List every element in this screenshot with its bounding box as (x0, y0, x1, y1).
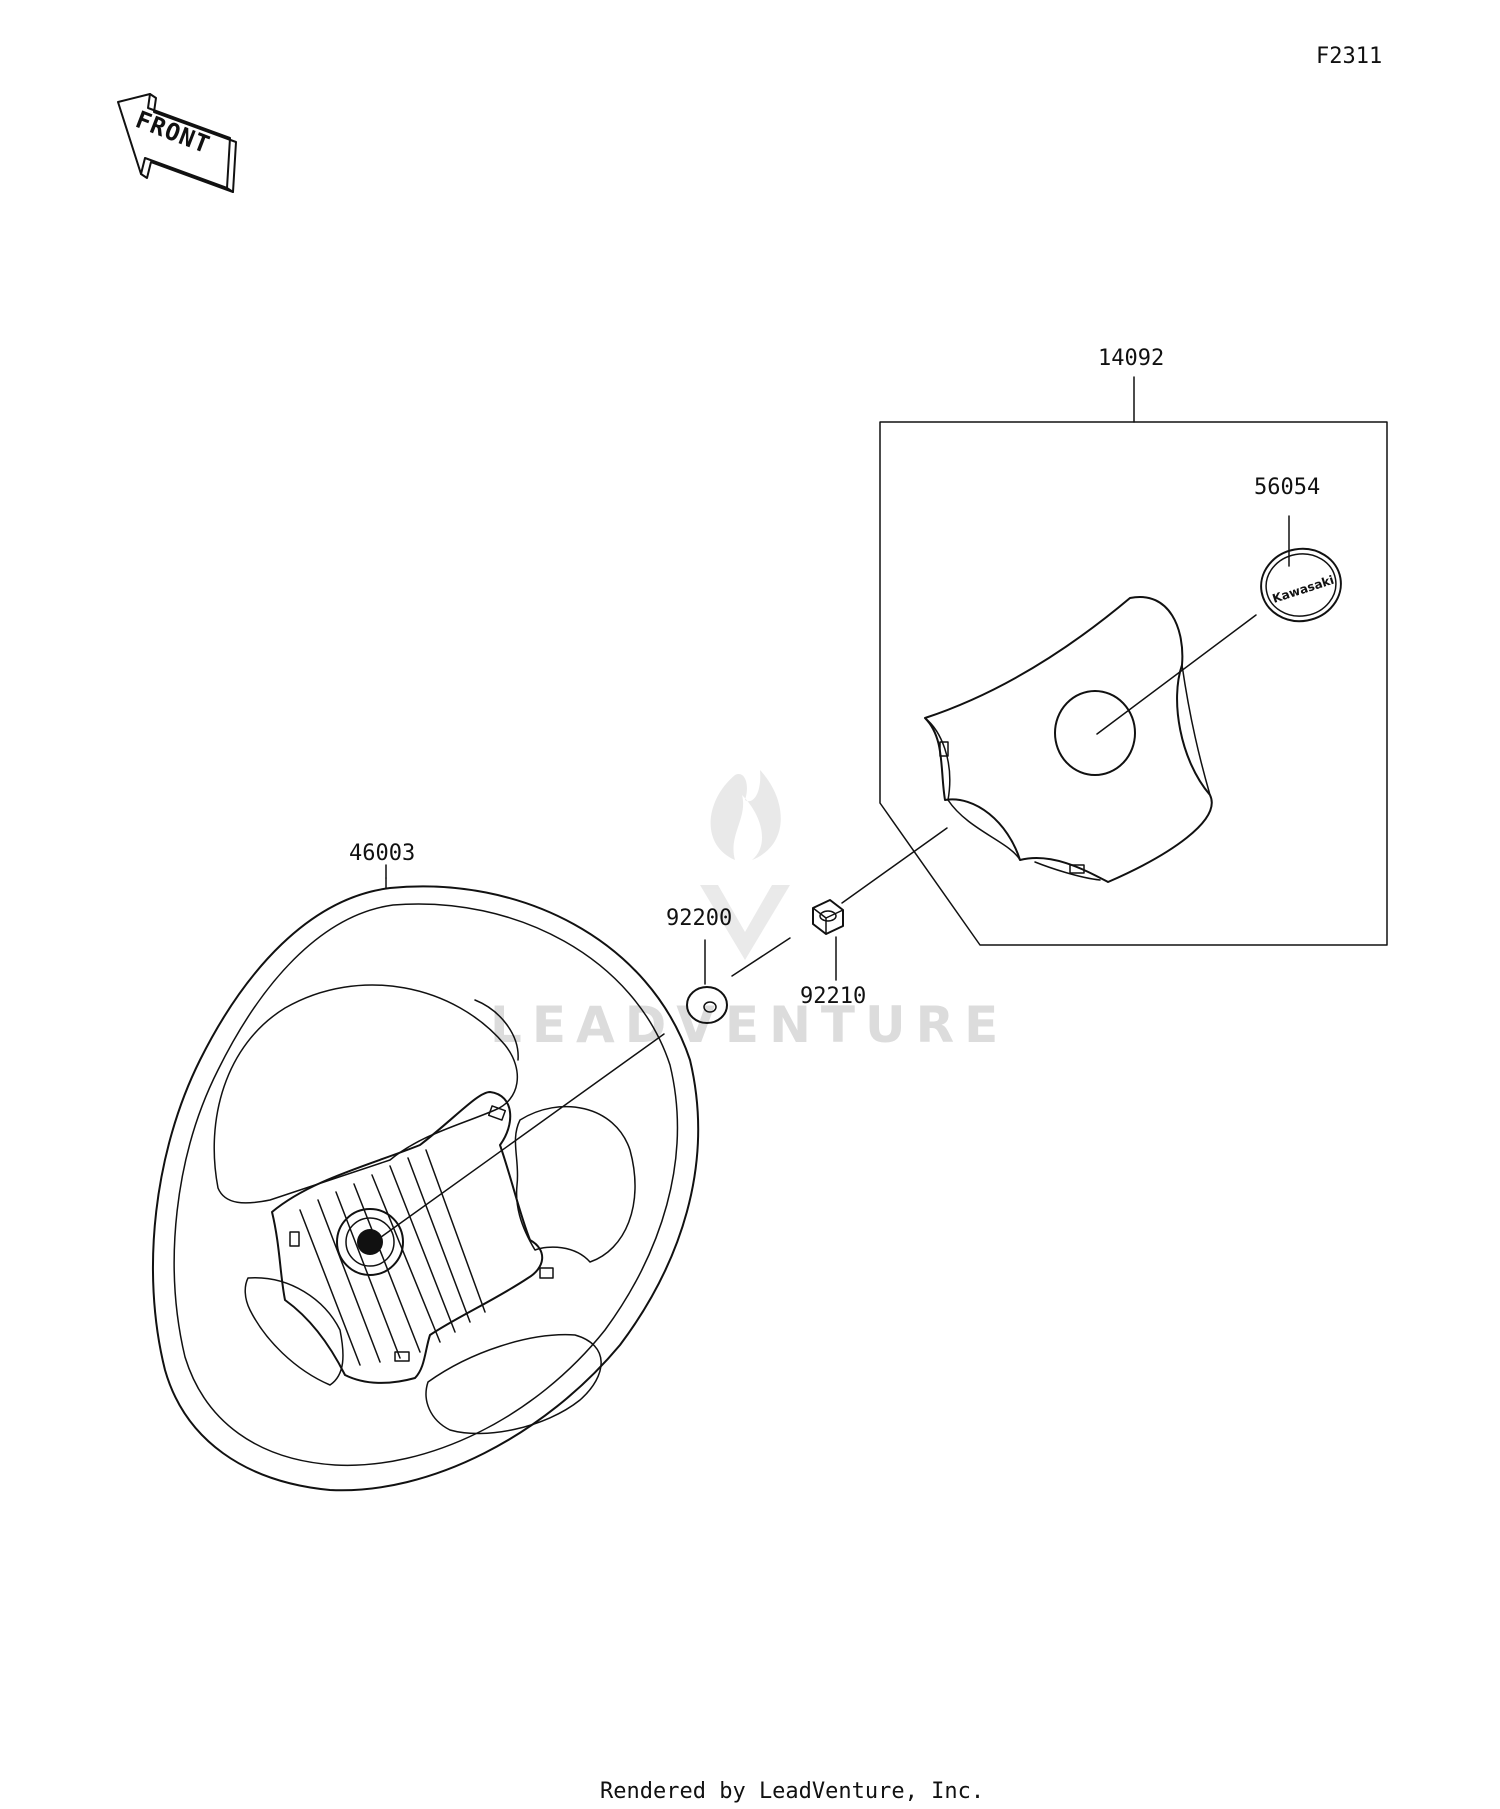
assembly-axis (369, 614, 1257, 1246)
part-label-92210: 92210 (800, 984, 866, 1009)
footer-credit: Rendered by LeadVenture, Inc. (600, 1779, 984, 1804)
emblem: Kawasaki (1260, 547, 1342, 623)
part-label-46003: 46003 (349, 841, 415, 866)
nut (812, 899, 844, 935)
part-label-92200: 92200 (666, 906, 732, 931)
watermark-text: LEADVENTURE (490, 996, 1008, 1054)
emblem-logo-text: Kawasaki (1271, 573, 1336, 606)
front-arrow-icon: FRONT (117, 93, 237, 193)
horn-cover (924, 595, 1213, 883)
part-label-56054: 56054 (1254, 475, 1320, 500)
diagram-code: F2311 (1316, 44, 1382, 69)
washer (686, 986, 728, 1024)
steering-wheel (151, 885, 700, 1492)
part-label-14092: 14092 (1098, 346, 1164, 371)
leadventure-logo-icon (700, 770, 790, 960)
cover-assembly-box (879, 376, 1388, 946)
front-arrow-label: FRONT (132, 105, 214, 159)
